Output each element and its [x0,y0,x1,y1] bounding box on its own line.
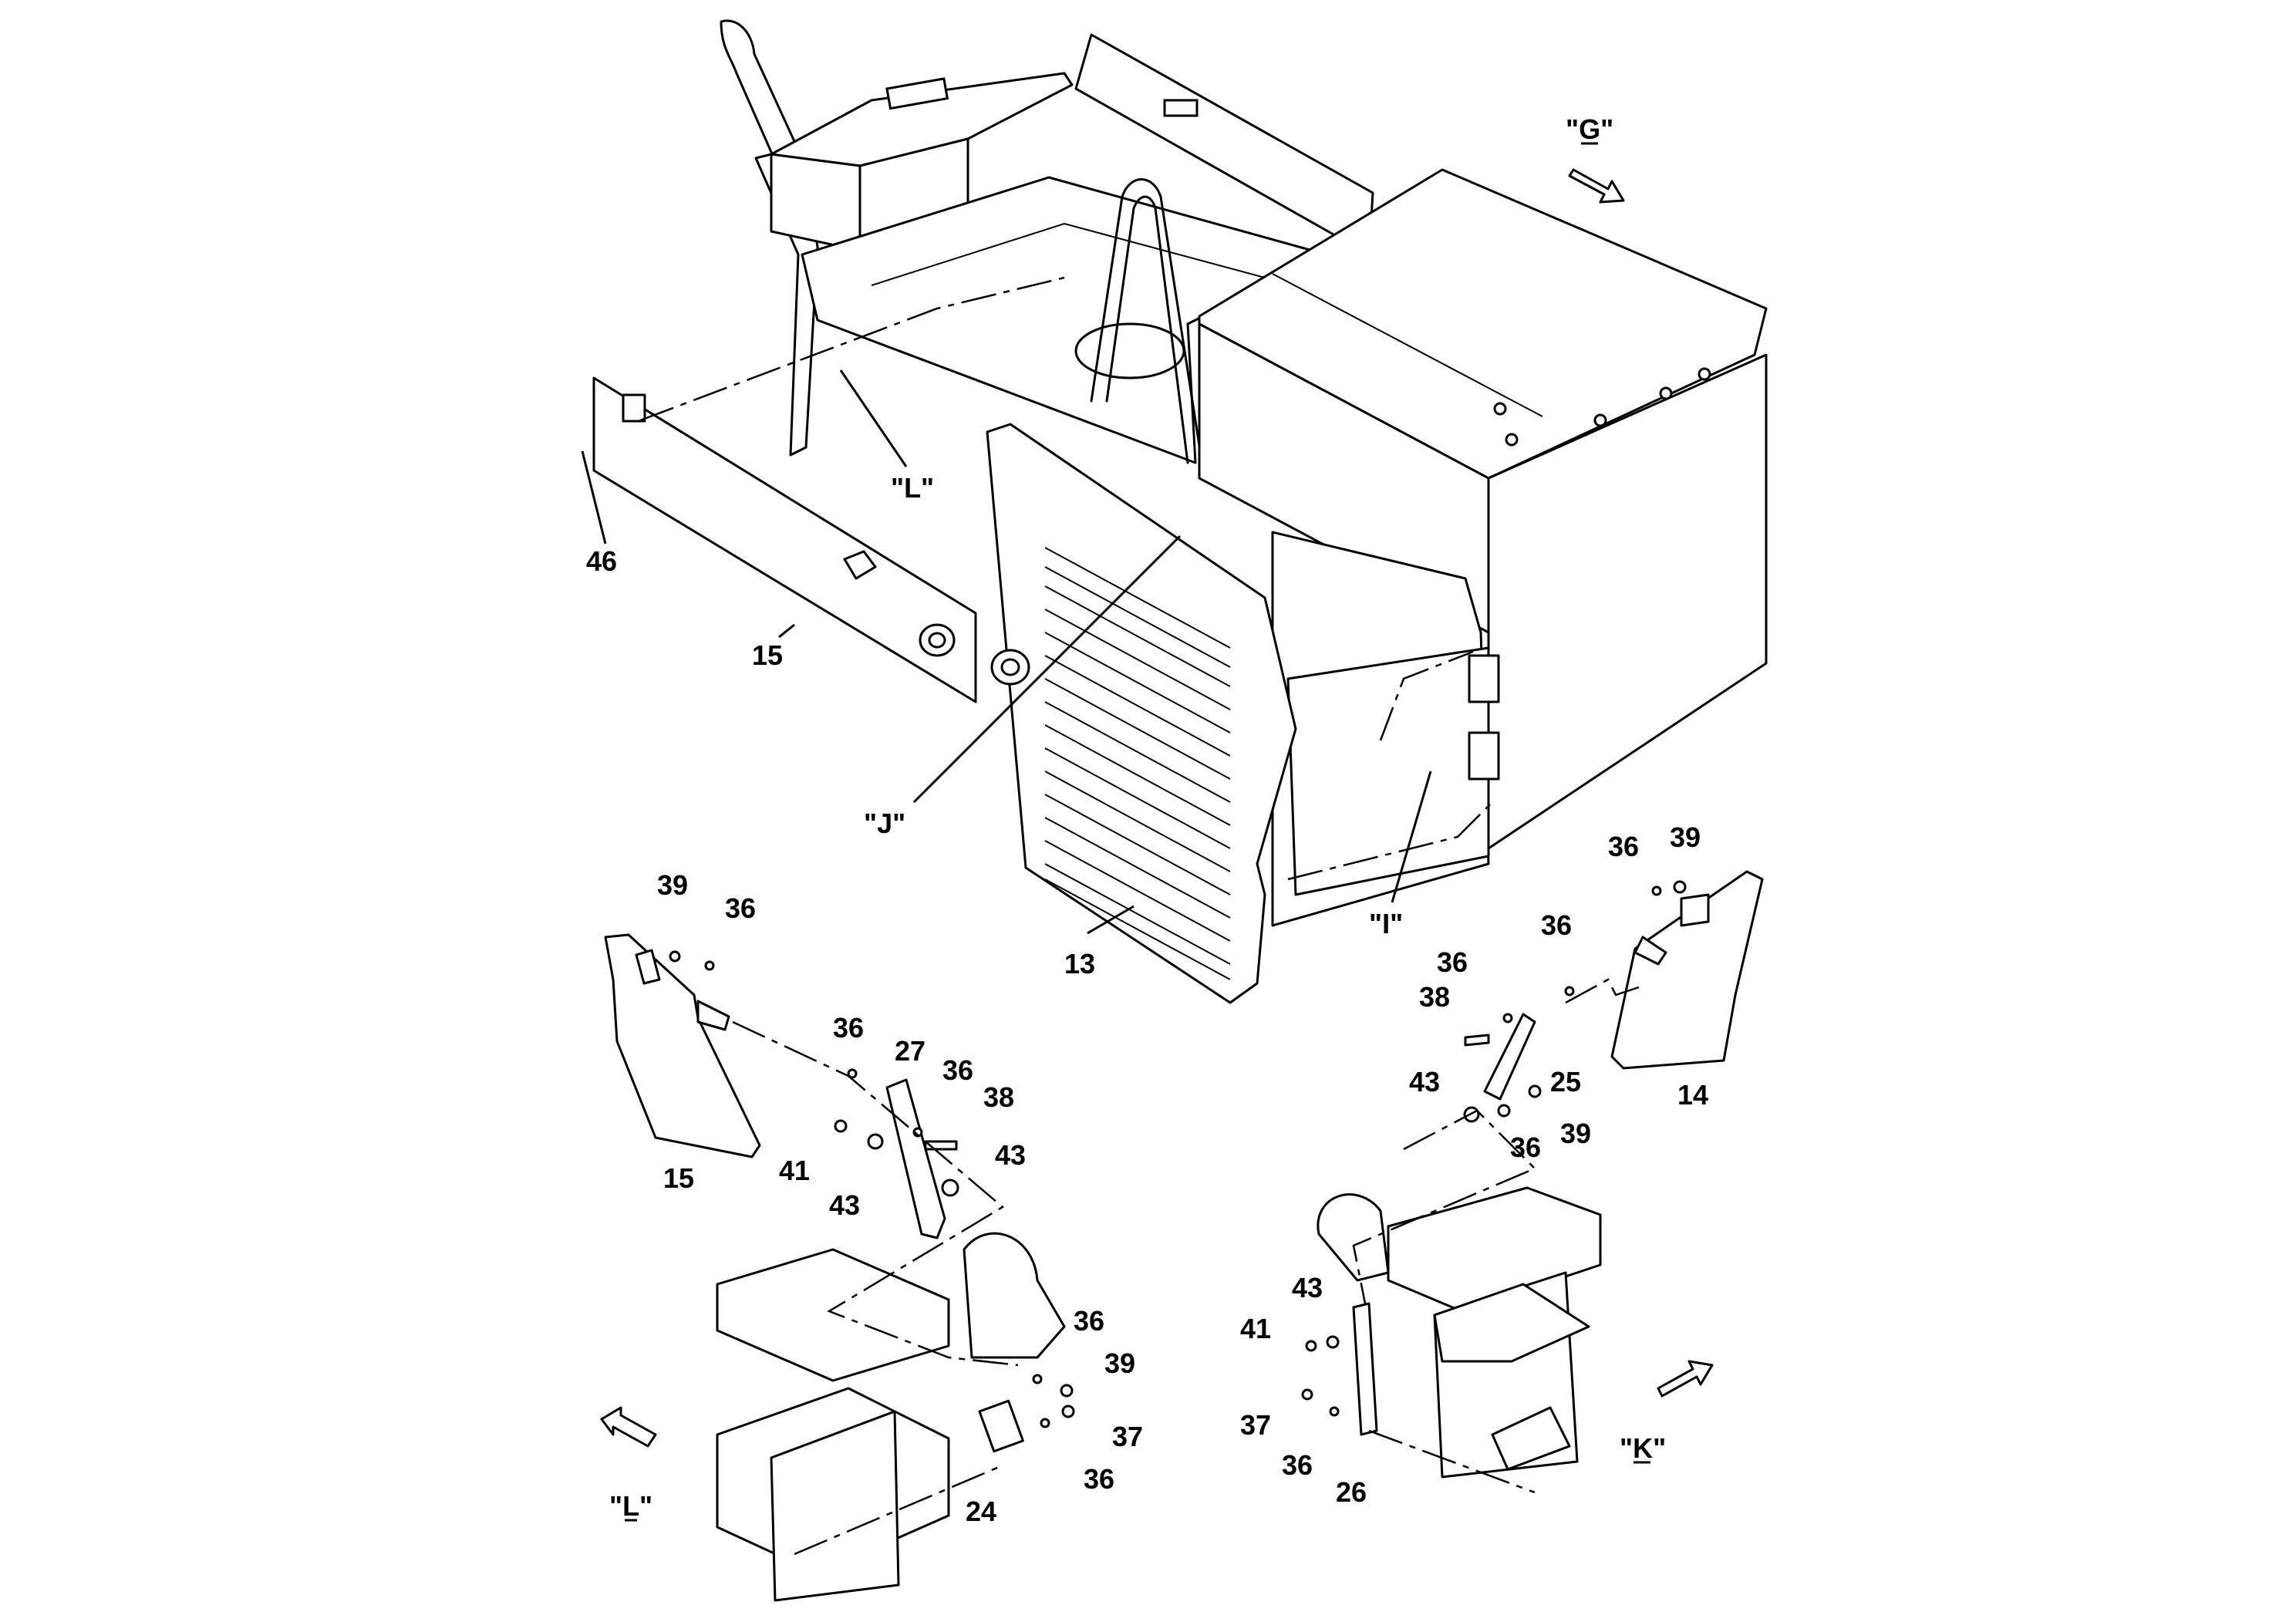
hardware-right [1301,880,1687,1417]
callout-43-right-a: 43 [1409,1066,1440,1098]
view-arrow-k [1657,1360,1714,1398]
leader-46 [581,450,607,545]
view-label-g: "G" [1566,113,1613,145]
callout-36-left-a: 36 [725,892,756,924]
left-frame-bracket [716,1232,1066,1602]
view-arrow-l [600,1406,657,1448]
callout-43-left-a: 43 [829,1189,860,1221]
callout-43-right-b: 43 [1292,1272,1323,1303]
callout-15-top: 15 [752,639,783,671]
leader-15 [778,623,795,639]
callout-14: 14 [1677,1079,1708,1111]
front-grille-panel [986,423,1297,1004]
callout-43-left-b: 43 [995,1139,1026,1171]
view-label-l-bottom: "L" [609,1490,652,1522]
callout-37-right: 37 [1240,1409,1271,1441]
leader-13 [1087,905,1135,935]
callout-41-right: 41 [1240,1313,1271,1344]
centerline [639,276,1065,422]
hinge-plate-27 [885,1078,946,1239]
callout-37-left: 37 [1112,1421,1143,1452]
callout-36-left-d: 36 [1074,1305,1104,1337]
view-label-l-top: "L" [891,472,934,504]
left-panel-detail [604,933,761,1158]
callout-38-right: 38 [1419,981,1450,1013]
leader-L [839,369,908,467]
callout-13: 13 [1064,948,1095,980]
callout-15-bottom: 15 [663,1162,694,1194]
centerline [732,1020,1019,1367]
leader-J [912,534,1182,804]
callout-27: 27 [895,1035,925,1067]
callout-46: 46 [586,545,617,577]
hinge-plate-25 [1483,1013,1536,1101]
right-panel-detail [1610,870,1764,1070]
callout-38-left: 38 [983,1081,1014,1113]
callout-36-right-c: 36 [1437,946,1468,978]
hinge-plate-26 [1352,1302,1378,1436]
view-arrow-g [1568,168,1625,204]
centerline [1379,650,1474,741]
callout-36-left-e: 36 [1084,1463,1114,1495]
main-frame-assembly [720,19,1768,927]
centerline [1287,801,1493,881]
callout-39-right-a: 39 [1670,821,1701,853]
view-label-i: "I" [1369,908,1403,939]
view-label-j: "J" [864,808,905,839]
view-label-k: "K" [1620,1432,1666,1464]
callout-39-left-b: 39 [1104,1347,1135,1379]
leader-I [1391,771,1432,903]
callout-36-right-a: 36 [1608,831,1639,862]
callout-36-right-e: 36 [1282,1449,1313,1481]
callout-25: 25 [1550,1066,1581,1098]
callout-41-left: 41 [779,1155,810,1186]
callout-36-right-d: 36 [1510,1131,1541,1163]
callout-39-right-b: 39 [1560,1118,1591,1149]
callout-39-left: 39 [657,869,688,901]
hardware-left [669,950,1075,1428]
left-side-panel [592,376,977,703]
centerline [794,1464,1003,1556]
callout-26: 26 [1336,1476,1367,1508]
callout-24: 24 [966,1496,996,1527]
right-frame-bracket [1317,1186,1602,1479]
callout-36-left-c: 36 [942,1054,973,1086]
centerline [1565,978,1640,1004]
centerline [1368,1429,1536,1494]
callout-36-right-b: 36 [1541,909,1572,941]
callout-36-left-b: 36 [833,1012,864,1044]
